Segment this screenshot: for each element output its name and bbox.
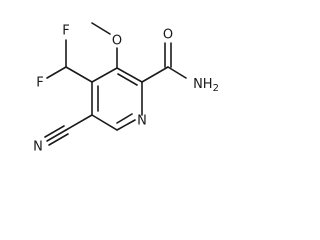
bond-c6-c5 xyxy=(91,114,118,131)
amide-nh2-text: NH xyxy=(193,77,213,92)
bond-camide-n xyxy=(167,66,187,79)
ring-nitrogen-label: N xyxy=(137,114,147,129)
methoxy-oxygen-label: O xyxy=(112,34,122,49)
bond-n1-c6-inner xyxy=(116,113,133,124)
bond-cf2-f-lower xyxy=(46,66,67,79)
bond-triple-1 xyxy=(46,129,67,142)
bond-triple-2 xyxy=(44,125,65,138)
carboxamide-group xyxy=(141,42,187,83)
molecule-diagram: N O O NH2 F F N xyxy=(33,22,219,155)
bond-n1-c6 xyxy=(116,119,136,131)
fluorine-upper-label: F xyxy=(62,24,69,39)
nitrile-group xyxy=(44,114,93,146)
bond-c4-c3 xyxy=(91,67,118,83)
bond-c2-camide xyxy=(141,66,169,83)
pyridine-ring xyxy=(91,67,143,131)
bond-c3-c2 xyxy=(116,67,143,83)
nitrile-nitrogen-label: N xyxy=(33,140,43,155)
bond-o-ch3 xyxy=(91,22,111,35)
difluoromethyl-group xyxy=(46,39,93,83)
amide-oxygen-label: O xyxy=(163,28,173,43)
fluorine-lower-label: F xyxy=(36,76,43,91)
amide-nitrogen-label: NH2 xyxy=(193,77,219,94)
amide-nh2-subscript: 2 xyxy=(213,83,219,94)
bond-c3-c2-inner xyxy=(117,73,138,86)
methoxy-group xyxy=(91,22,118,69)
bond-c4-cf2 xyxy=(65,66,93,83)
bond-triple-3 xyxy=(48,133,69,146)
chemical-structure-canvas: N O O NH2 F F N xyxy=(33,22,219,155)
bond-c5-cn xyxy=(65,114,93,131)
